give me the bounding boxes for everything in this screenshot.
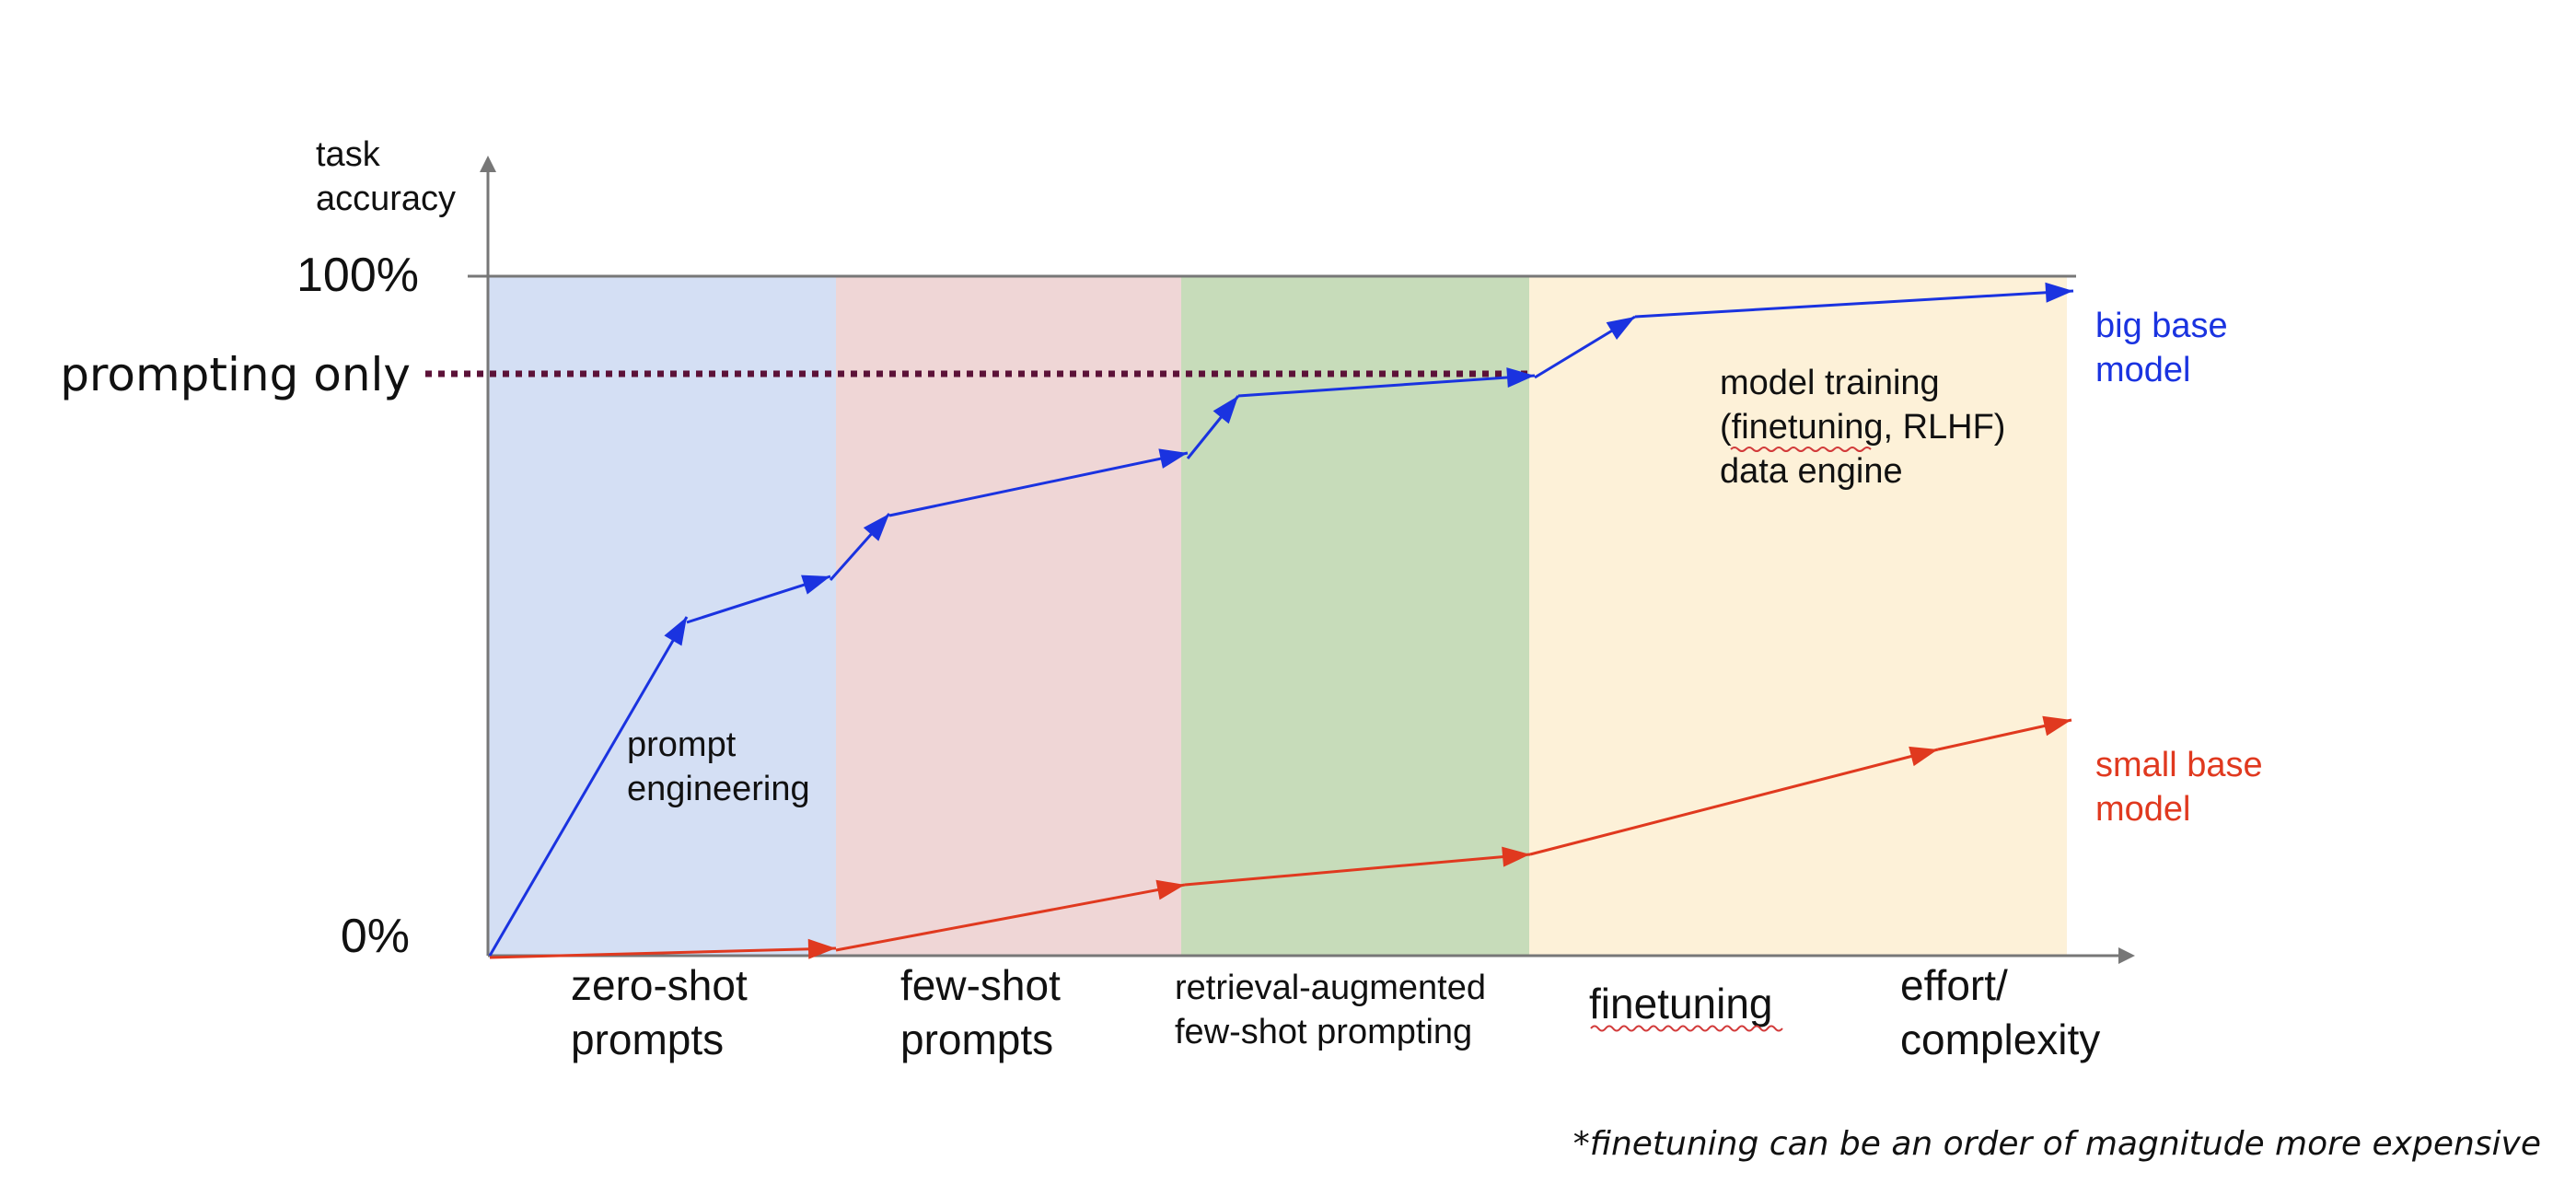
big-base-model-arrowhead xyxy=(1213,396,1238,424)
big-base-model-segment xyxy=(488,616,689,957)
big-base-model-arrowhead xyxy=(664,617,687,646)
stage-label-retrieval-line1: retrieval-augmented xyxy=(1175,969,1486,1007)
small-base-model-arrowhead xyxy=(1155,879,1185,900)
small-base-model-segment xyxy=(489,946,837,959)
stage-label-retrieval-line2: few-shot prompting xyxy=(1175,1013,1472,1051)
prompt-engineering-label-line2: engineering xyxy=(627,770,810,808)
small-base-model-segment xyxy=(835,883,1186,952)
big-base-model-label-line2: model xyxy=(2095,351,2191,389)
stage-label-zero-shot-line1: zero-shot xyxy=(571,961,748,1009)
big-base-model-arrowhead xyxy=(2045,282,2073,303)
footnote: *finetuning can be an order of magnitude… xyxy=(1572,1125,2541,1163)
small-base-model-label-line2: model xyxy=(2095,790,2191,829)
y-axis-title-line2: accuracy xyxy=(316,180,456,218)
small-base-model-label-line1: small base xyxy=(2095,746,2263,784)
stage-label-few-shot-line2: prompts xyxy=(900,1016,1053,1063)
stage-band-zero-shot xyxy=(488,276,836,956)
big-base-model-arrowhead xyxy=(1158,448,1188,469)
stage-label-finetuning: finetuning xyxy=(1589,980,1773,1027)
x-axis-title-line1: effort/ xyxy=(1900,961,2008,1009)
small-base-model-arrowhead xyxy=(807,938,836,959)
model-training-label-line3: data engine xyxy=(1720,452,1903,491)
small-base-model-segment xyxy=(1529,748,1939,856)
small-base-model-arrowhead xyxy=(1909,746,1938,767)
big-base-model-arrowhead xyxy=(863,514,889,541)
small-base-model-arrowhead xyxy=(1502,846,1530,867)
tick-label-100: 100% xyxy=(296,249,419,302)
small-base-model-segment xyxy=(1184,853,1531,887)
prompt-engineering-label-line1: prompt xyxy=(627,725,737,764)
small-base-model-arrowhead xyxy=(2042,715,2071,737)
stage-label-few-shot-line1: few-shot xyxy=(900,961,1061,1009)
model-training-label-line1: model training xyxy=(1720,364,1940,402)
y-axis-title-line1: task xyxy=(316,135,381,174)
finetuning-spellcheck-underline xyxy=(1590,1025,1783,1032)
prompting-only-label: prompting only xyxy=(60,348,411,401)
stage-band-retrieval xyxy=(1181,276,1529,956)
big-base-model-series xyxy=(488,282,2074,957)
finetuning-annotation-spellcheck-underline xyxy=(1730,447,1872,452)
small-base-model-series xyxy=(489,715,2072,959)
big-base-model-arrowhead xyxy=(1606,317,1635,340)
model-training-label-line2: (finetuning, RLHF) xyxy=(1720,408,2005,447)
big-base-model-arrowhead xyxy=(1506,367,1535,389)
big-base-model-segment xyxy=(888,451,1189,517)
stage-band-few-shot xyxy=(836,276,1181,956)
big-base-model-segment xyxy=(1634,289,2074,319)
big-base-model-label-line1: big base xyxy=(2095,307,2228,345)
stage-label-zero-shot-line2: prompts xyxy=(571,1016,724,1063)
big-base-model-arrowhead xyxy=(801,575,830,595)
tick-label-0: 0% xyxy=(341,910,410,963)
big-base-model-segment xyxy=(1237,374,1536,398)
x-axis-title-line2: complexity xyxy=(1900,1016,2100,1063)
stage-band-finetuning xyxy=(1529,276,2067,956)
